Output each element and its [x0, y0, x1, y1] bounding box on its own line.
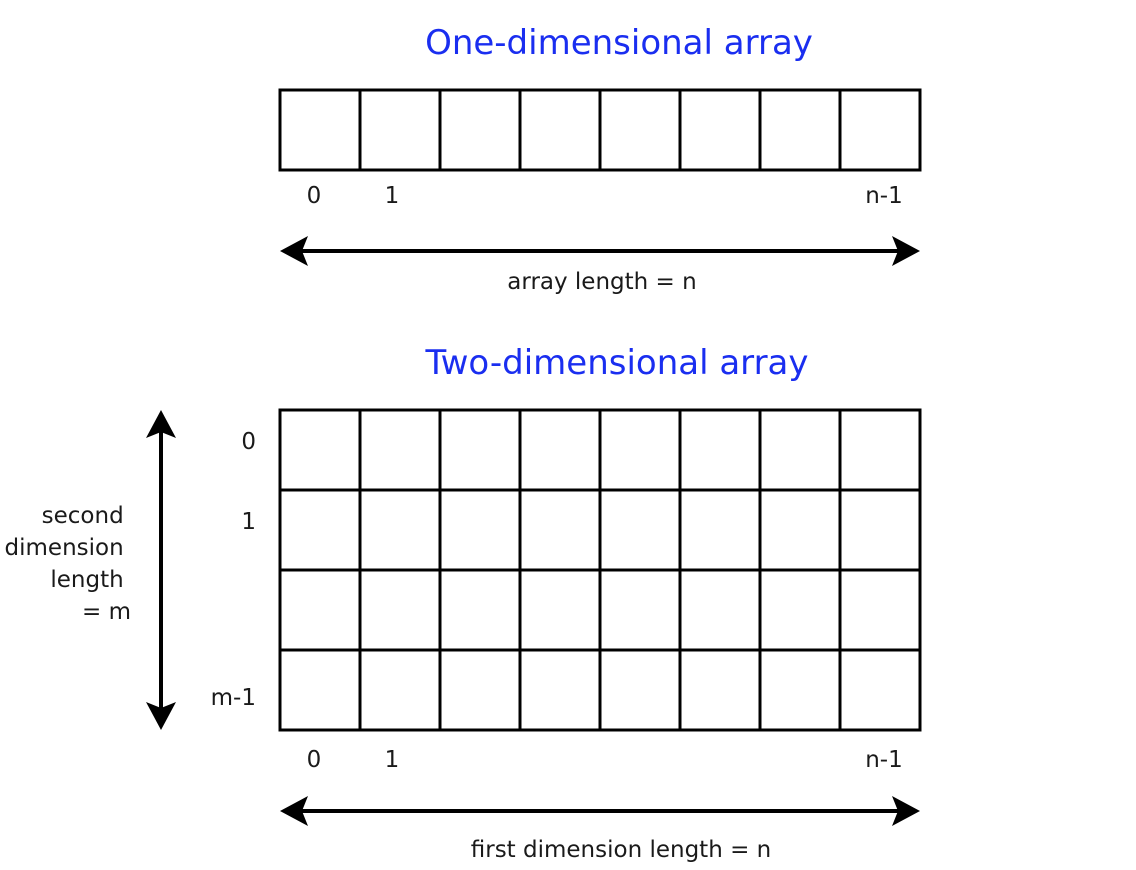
- two-d-array-cell: [358, 488, 442, 572]
- two-d-array-cell: [518, 568, 602, 652]
- two-d-array-cell: [358, 648, 442, 732]
- one-d-array-cell: [518, 88, 602, 172]
- two-d-array-cell: [598, 408, 682, 492]
- one-d-array-cell: [838, 88, 922, 172]
- one-d-array-cell: [438, 88, 522, 172]
- two-d-array-cell: [758, 648, 842, 732]
- two-d-col-index-first: 0: [307, 747, 322, 773]
- two-d-title: Two-dimensional array: [424, 343, 808, 383]
- second-dimension-label: second dimension length = m: [5, 503, 131, 625]
- two-d-array-cell: [518, 408, 602, 492]
- second-dimension-label-line: dimension: [5, 535, 124, 561]
- arrow-right-head: [892, 236, 920, 266]
- two-d-row-index-last: m-1: [211, 685, 256, 711]
- one-d-title: One-dimensional array: [425, 23, 813, 63]
- two-d-row-index-first: 0: [241, 429, 256, 455]
- two-d-array-cell: [278, 648, 362, 732]
- two-d-array-cell: [358, 408, 442, 492]
- one-d-index-second: 1: [385, 183, 400, 209]
- two-d-array-cell: [678, 488, 762, 572]
- two-d-array-cell: [838, 408, 922, 492]
- two-d-array-cell: [758, 408, 842, 492]
- two-d-array-cell: [438, 408, 522, 492]
- two-d-array-cell: [438, 568, 522, 652]
- second-dimension-label-line: length: [50, 567, 123, 593]
- first-dimension-label: first dimension length = n: [471, 837, 772, 863]
- arrow-down-head: [146, 702, 176, 730]
- two-d-array-cell: [838, 488, 922, 572]
- one-d-array-cell: [598, 88, 682, 172]
- two-d-row-index-second: 1: [241, 509, 256, 535]
- one-d-length-arrow: [280, 236, 920, 266]
- two-d-array-cell: [438, 488, 522, 572]
- two-d-col-index-second: 1: [385, 747, 400, 773]
- two-d-array-cell: [598, 648, 682, 732]
- one-d-index-first: 0: [307, 183, 322, 209]
- two-d-array-cell: [598, 568, 682, 652]
- two-d-array-cell: [598, 488, 682, 572]
- two-dimensional-array-section: Two-dimensional array 0 1 m-1 0 1 n-1 se…: [5, 343, 922, 863]
- second-dimension-arrow: [146, 410, 176, 730]
- second-dimension-label-line: = m: [82, 599, 131, 625]
- two-d-array-cell: [678, 648, 762, 732]
- two-d-array-grid: [278, 408, 922, 732]
- two-d-array-cell: [278, 408, 362, 492]
- arrow-up-head: [146, 410, 176, 438]
- two-d-array-cell: [758, 568, 842, 652]
- first-dimension-arrow: [280, 796, 920, 826]
- two-d-array-cell: [278, 488, 362, 572]
- arrow-left-head: [280, 796, 308, 826]
- one-d-index-last: n-1: [865, 183, 903, 209]
- two-d-array-cell: [678, 408, 762, 492]
- two-d-array-cell: [358, 568, 442, 652]
- two-d-array-cell: [758, 488, 842, 572]
- one-d-array-cells: [278, 88, 922, 172]
- two-d-array-cell: [438, 648, 522, 732]
- arrow-left-head: [280, 236, 308, 266]
- one-dimensional-array-section: One-dimensional array 0 1 n-1 array leng…: [278, 23, 922, 295]
- two-d-array-cell: [678, 568, 762, 652]
- two-d-array-cell: [838, 648, 922, 732]
- two-d-col-index-last: n-1: [865, 747, 903, 773]
- second-dimension-label-line: second: [42, 503, 124, 529]
- two-d-array-cell: [278, 568, 362, 652]
- one-d-array-cell: [758, 88, 842, 172]
- one-d-length-label: array length = n: [507, 269, 696, 295]
- two-d-array-cell: [518, 648, 602, 732]
- arrow-right-head: [892, 796, 920, 826]
- one-d-array-cell: [358, 88, 442, 172]
- one-d-array-cell: [278, 88, 362, 172]
- two-d-array-cell: [518, 488, 602, 572]
- two-d-array-cell: [838, 568, 922, 652]
- one-d-array-cell: [678, 88, 762, 172]
